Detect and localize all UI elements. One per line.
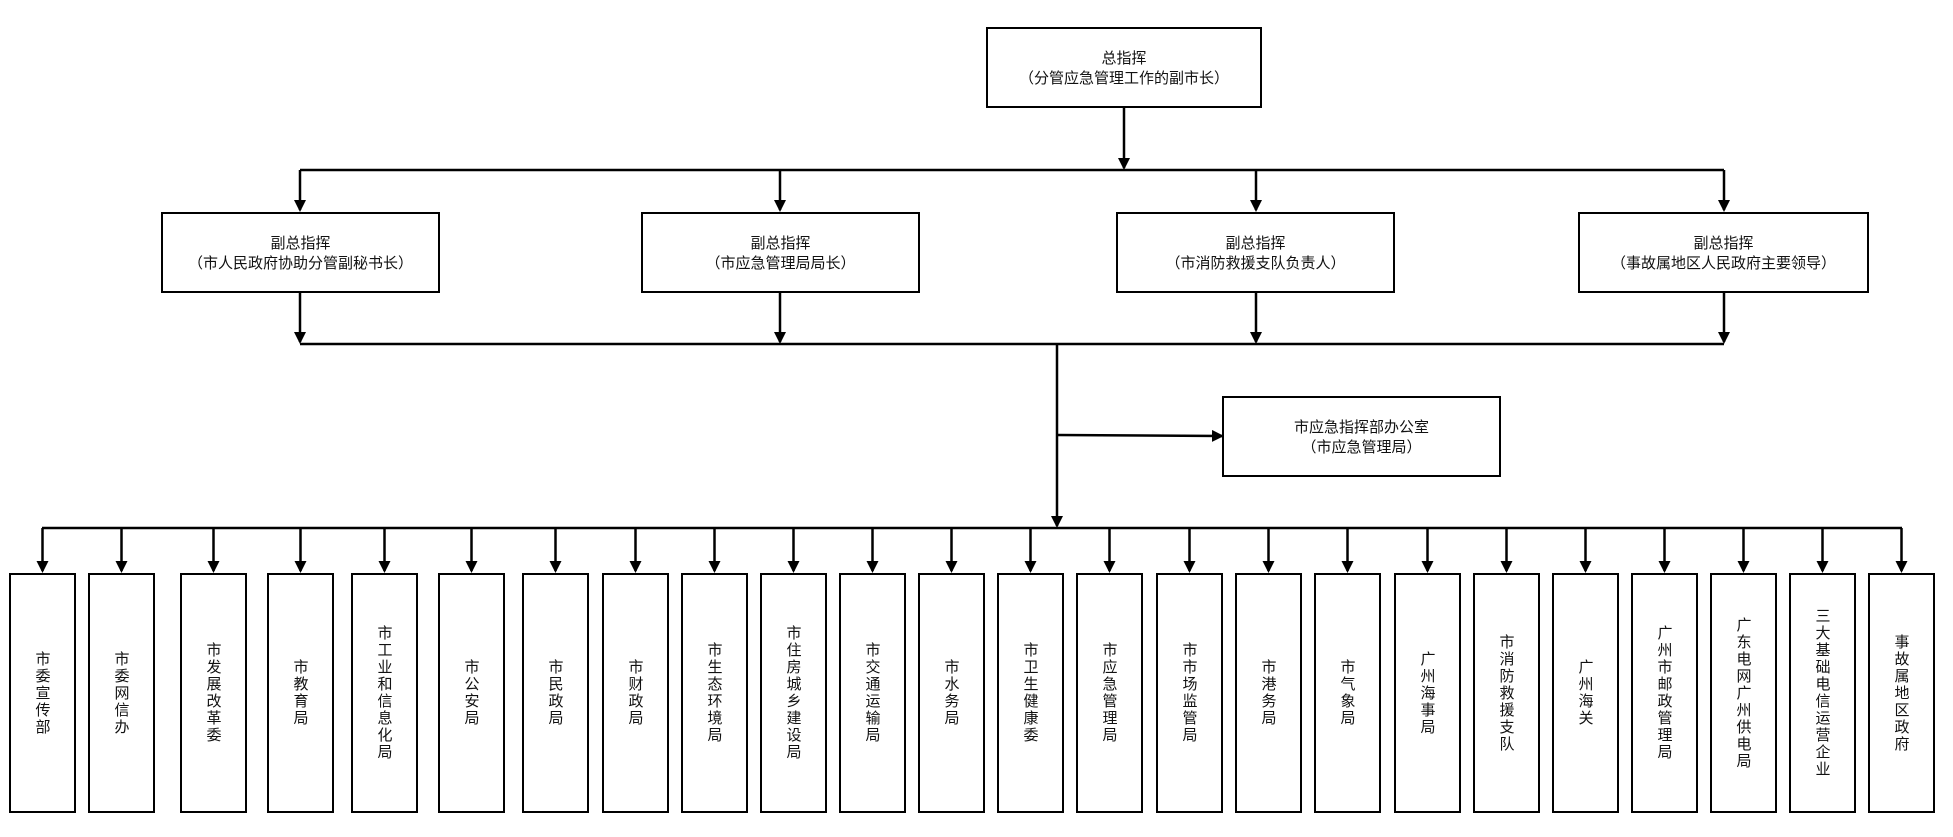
unit-label: 市港务局 [1259,659,1278,727]
deputy-box-1: 副总指挥 （市人民政府协助分管副秘书长） [161,212,440,293]
unit-box: 市应急管理局 [1076,573,1143,813]
unit-box: 市气象局 [1314,573,1381,813]
unit-label: 市应急管理局 [1100,642,1119,744]
unit-box: 市港务局 [1235,573,1302,813]
unit-label: 广州市邮政管理局 [1655,625,1674,761]
unit-label: 市交通运输局 [863,642,882,744]
unit-label: 市水务局 [942,659,961,727]
unit-label: 市委宣传部 [33,650,52,736]
unit-box: 市委网信办 [88,573,155,813]
unit-label: 市工业和信息化局 [375,625,394,761]
unit-label: 市市场监管局 [1180,642,1199,744]
unit-label: 市财政局 [626,659,645,727]
unit-box: 市委宣传部 [9,573,76,813]
unit-label: 广州海事局 [1418,650,1437,736]
unit-label: 市公安局 [462,659,481,727]
unit-label: 市民政局 [546,659,565,727]
unit-box: 广州海事局 [1394,573,1461,813]
unit-label: 市消防救援支队 [1497,633,1516,753]
unit-box: 广州市邮政管理局 [1631,573,1698,813]
deputy-title: 副总指挥 [1225,233,1286,252]
office-title: 市应急指挥部办公室 [1293,417,1429,436]
unit-box: 市住房城乡建设局 [760,573,827,813]
deputy-box-3: 副总指挥 （市消防救援支队负责人） [1116,212,1395,293]
office-subtitle: （市应急管理局） [1301,437,1422,456]
unit-box: 市教育局 [267,573,334,813]
unit-box: 广东电网广州供电局 [1710,573,1777,813]
unit-box: 市消防救援支队 [1473,573,1540,813]
unit-label: 市生态环境局 [705,642,724,744]
deputy-subtitle: （市消防救援支队负责人） [1165,253,1346,272]
unit-box: 广州海关 [1552,573,1619,813]
commander-box: 总指挥 （分管应急管理工作的副市长） [986,27,1262,108]
unit-label: 市发展改革委 [204,642,223,744]
deputy-subtitle: （市应急管理局局长） [705,253,856,272]
unit-box: 三大基础电信运营企业 [1789,573,1856,813]
deputy-box-2: 副总指挥 （市应急管理局局长） [641,212,920,293]
commander-title: 总指挥 [1101,48,1147,67]
unit-box: 市交通运输局 [839,573,906,813]
unit-label: 市教育局 [291,659,310,727]
unit-box: 市财政局 [602,573,669,813]
unit-box: 市水务局 [918,573,985,813]
unit-box: 市公安局 [438,573,505,813]
deputy-subtitle: （事故属地区人民政府主要领导） [1610,253,1836,272]
unit-label: 市气象局 [1338,659,1357,727]
deputy-box-4: 副总指挥 （事故属地区人民政府主要领导） [1578,212,1869,293]
deputy-title: 副总指挥 [1693,233,1754,252]
office-box: 市应急指挥部办公室 （市应急管理局） [1222,396,1501,477]
unit-label: 市卫生健康委 [1021,642,1040,744]
unit-label: 事故属地区政府 [1892,633,1911,753]
unit-label: 三大基础电信运营企业 [1813,608,1832,778]
unit-label: 广东电网广州供电局 [1734,616,1753,770]
deputy-title: 副总指挥 [270,233,331,252]
deputy-subtitle: （市人民政府协助分管副秘书长） [187,253,413,272]
unit-box: 市卫生健康委 [997,573,1064,813]
unit-box: 市生态环境局 [681,573,748,813]
unit-box: 事故属地区政府 [1868,573,1935,813]
unit-label: 市委网信办 [112,650,131,736]
unit-box: 市工业和信息化局 [351,573,418,813]
unit-box: 市市场监管局 [1156,573,1223,813]
deputy-title: 副总指挥 [750,233,811,252]
commander-subtitle: （分管应急管理工作的副市长） [1018,68,1229,87]
unit-label: 广州海关 [1576,659,1595,727]
unit-box: 市发展改革委 [180,573,247,813]
unit-box: 市民政局 [522,573,589,813]
connector-to-office [1056,429,1224,442]
unit-label: 市住房城乡建设局 [784,625,803,761]
